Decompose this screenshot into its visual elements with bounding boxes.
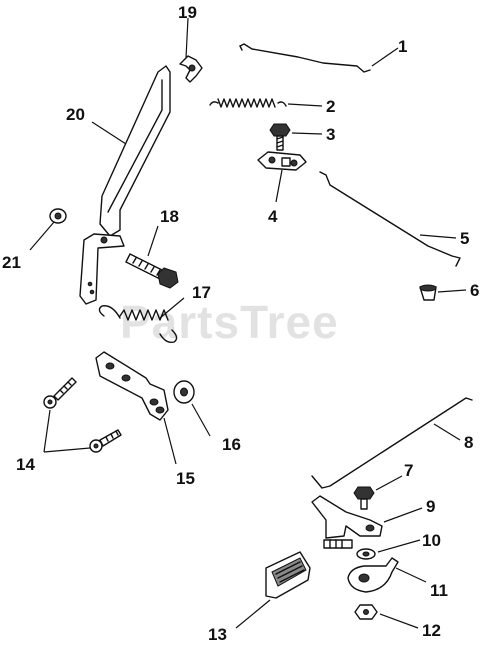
callout-19: 19 (178, 3, 197, 22)
callout-5: 5 (460, 229, 469, 248)
part-8-rod[interactable] (311, 397, 473, 489)
callout-17: 17 (192, 283, 211, 302)
callout-15: 15 (176, 469, 195, 488)
part-17-spring[interactable] (98, 305, 178, 344)
callout-labels: 1 2 3 4 5 6 7 8 9 10 11 12 13 14 15 16 1… (2, 3, 479, 644)
callout-10: 10 (422, 531, 441, 550)
part-19-clip[interactable] (179, 55, 203, 83)
callout-9: 9 (426, 497, 435, 516)
part-7-bolt[interactable] (353, 486, 375, 510)
part-5-rod[interactable] (319, 171, 461, 267)
callout-12: 12 (422, 621, 441, 640)
part-1-rod[interactable] (239, 43, 371, 73)
callout-18: 18 (160, 207, 179, 226)
callout-1: 1 (398, 37, 407, 56)
part-6-fitting[interactable] (419, 284, 437, 301)
callout-13: 13 (208, 625, 227, 644)
callout-8: 8 (464, 433, 473, 452)
part-10-washer[interactable] (356, 548, 376, 560)
part-3-bolt[interactable] (269, 123, 291, 151)
part-20-lever[interactable] (79, 65, 171, 305)
part-9-arm[interactable] (311, 495, 383, 549)
part-16-washer[interactable] (173, 380, 195, 404)
callout-14: 14 (16, 455, 35, 474)
part-14-screws[interactable] (43, 377, 122, 453)
callout-16: 16 (222, 435, 241, 454)
callout-3: 3 (326, 125, 335, 144)
part-12-nut[interactable] (354, 604, 378, 620)
callout-7: 7 (404, 461, 413, 480)
part-18-bolt[interactable] (125, 253, 179, 289)
part-2-spring[interactable] (209, 98, 287, 108)
callout-6: 6 (470, 281, 479, 300)
part-21-nut[interactable] (49, 208, 67, 224)
part-4-bracket[interactable] (257, 151, 307, 171)
callout-21: 21 (2, 253, 21, 272)
callout-11: 11 (430, 581, 448, 600)
callout-20: 20 (66, 105, 85, 124)
part-15-bracket[interactable] (95, 351, 169, 421)
callout-4: 4 (268, 207, 278, 226)
callout-2: 2 (326, 97, 335, 116)
part-11-arm[interactable] (347, 557, 399, 593)
part-13-pedal-pad[interactable] (265, 551, 311, 599)
leader-lines (29, 17, 467, 629)
watermark: PartsTree (120, 296, 339, 348)
